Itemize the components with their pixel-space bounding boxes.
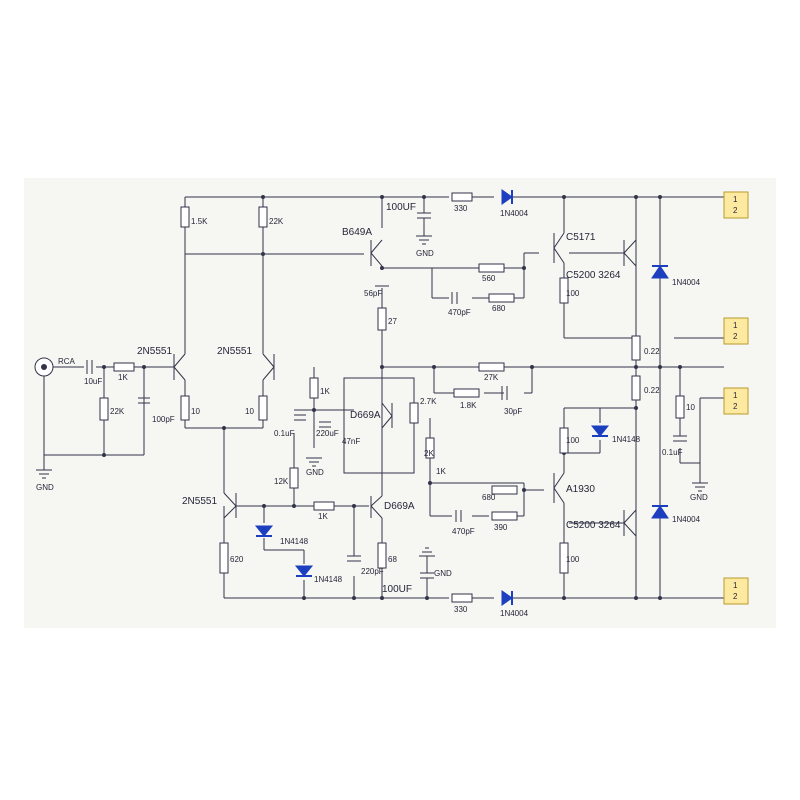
label-d-1n4148-a: 1N4148 bbox=[280, 537, 309, 546]
label-q-b649a: B649A bbox=[342, 227, 372, 238]
connector-3-pin2: 2 bbox=[733, 402, 738, 411]
label-r-100-bot: 100 bbox=[566, 555, 580, 564]
connector-2: 1 2 bbox=[723, 317, 749, 345]
label-q-c5200-top: C5200 3264 bbox=[566, 270, 621, 281]
label-c-100uf-bot: 100UF bbox=[382, 584, 412, 595]
label-c-100pf: 100pF bbox=[152, 415, 175, 424]
label-c-470pf-top: 470pF bbox=[448, 308, 471, 317]
label-d-right-top: 1N4004 bbox=[672, 278, 701, 287]
component-labels: 10uF 1K 22K 100pF 2N5551 2N5551 1.5K 22K… bbox=[36, 202, 708, 618]
label-d-bot: 1N4004 bbox=[500, 609, 529, 618]
connector-1: 1 2 bbox=[723, 191, 749, 219]
label-r-2k: 2K bbox=[424, 449, 434, 458]
label-r-22k-top: 22K bbox=[269, 217, 284, 226]
resistors bbox=[99, 192, 685, 603]
label-c-220pf: 220pF bbox=[361, 567, 384, 576]
label-r-022-top: 0.22 bbox=[644, 347, 660, 356]
label-r-560: 560 bbox=[482, 274, 496, 283]
connector-3: 1 2 bbox=[723, 387, 749, 415]
label-r-10-right: 10 bbox=[245, 407, 254, 416]
diodes bbox=[254, 189, 669, 606]
label-r-1k-mid: 1K bbox=[320, 387, 330, 396]
label-r-022-bot: 0.22 bbox=[644, 386, 660, 395]
connector-1-pin1: 1 bbox=[733, 195, 738, 204]
connector-4: 1 2 bbox=[723, 577, 749, 605]
transistors bbox=[173, 232, 637, 537]
label-c-470pf-bot: 470pF bbox=[452, 527, 475, 536]
label-gnd-top: GND bbox=[416, 249, 434, 258]
label-r-2k7: 2.7K bbox=[420, 397, 437, 406]
label-r-100-mid: 100 bbox=[566, 436, 580, 445]
label-q-in-right: 2N5551 bbox=[217, 346, 252, 357]
label-r-1k-bias: 1K bbox=[318, 512, 328, 521]
label-c-47nf: 47nF bbox=[342, 437, 360, 446]
label-r-27k: 27K bbox=[484, 373, 499, 382]
label-c-01uf: 0.1uF bbox=[274, 429, 295, 438]
connector-1-pin2: 2 bbox=[733, 206, 738, 215]
connector-4-pin1: 1 bbox=[733, 581, 738, 590]
label-r-330-bot: 330 bbox=[454, 605, 468, 614]
label-r-390: 390 bbox=[494, 523, 508, 532]
label-r-10-zobel: 10 bbox=[686, 403, 695, 412]
label-d-top: 1N4004 bbox=[500, 209, 529, 218]
rca-label: RCA bbox=[58, 357, 76, 366]
label-c-in: 10uF bbox=[84, 377, 102, 386]
label-q-c5171: C5171 bbox=[566, 232, 596, 243]
label-r-680-bot: 680 bbox=[482, 493, 496, 502]
connector-4-pin2: 2 bbox=[733, 592, 738, 601]
label-r-330-top: 330 bbox=[454, 204, 468, 213]
label-r-1k-b: 1K bbox=[436, 467, 446, 476]
label-r-10-left: 10 bbox=[191, 407, 200, 416]
label-q-a1930: A1930 bbox=[566, 484, 595, 495]
label-r-12k: 12K bbox=[274, 477, 289, 486]
label-q-in-left: 2N5551 bbox=[137, 346, 172, 357]
label-r-100-top: 100 bbox=[566, 289, 580, 298]
label-q-d669a-bot: D669A bbox=[384, 501, 415, 512]
label-c-220uf: 220uF bbox=[316, 429, 339, 438]
label-r-22k-in: 22K bbox=[110, 407, 125, 416]
label-c-30pf: 30pF bbox=[504, 407, 522, 416]
wires bbox=[43, 196, 725, 599]
amplifier-schematic: RCA bbox=[34, 189, 749, 618]
rca-jack bbox=[34, 357, 54, 377]
label-d-1n4148-right: 1N4148 bbox=[612, 435, 641, 444]
label-c-56pf: 56pF bbox=[364, 289, 382, 298]
label-gnd-right: GND bbox=[690, 493, 708, 502]
label-r-680-top: 680 bbox=[492, 304, 506, 313]
schematic-sheet: RCA bbox=[24, 178, 776, 628]
label-d-right-bot: 1N4004 bbox=[672, 515, 701, 524]
label-r-27: 27 bbox=[388, 317, 397, 326]
label-d-1n4148-b: 1N4148 bbox=[314, 575, 343, 584]
connector-2-pin1: 1 bbox=[733, 321, 738, 330]
label-r-1k8: 1.8K bbox=[460, 401, 477, 410]
label-q-d669a-top: D669A bbox=[350, 410, 381, 421]
label-q-c5200-bot: C5200 3264 bbox=[566, 520, 621, 531]
label-gnd-mid: GND bbox=[306, 468, 324, 477]
capacitors bbox=[86, 212, 687, 579]
ground-symbols bbox=[36, 235, 708, 557]
connector-3-pin1: 1 bbox=[733, 391, 738, 400]
label-r-68: 68 bbox=[388, 555, 397, 564]
connector-2-pin2: 2 bbox=[733, 332, 738, 341]
label-c-01uf-zobel: 0.1uF bbox=[662, 448, 683, 457]
label-gnd-bot: GND bbox=[434, 569, 452, 578]
label-gnd-left: GND bbox=[36, 483, 54, 492]
label-r-in: 1K bbox=[118, 373, 128, 382]
label-q-2n5551-bot: 2N5551 bbox=[182, 496, 217, 507]
label-r-620: 620 bbox=[230, 555, 244, 564]
label-r-1k5: 1.5K bbox=[191, 217, 208, 226]
label-c-100uf-top: 100UF bbox=[386, 202, 416, 213]
